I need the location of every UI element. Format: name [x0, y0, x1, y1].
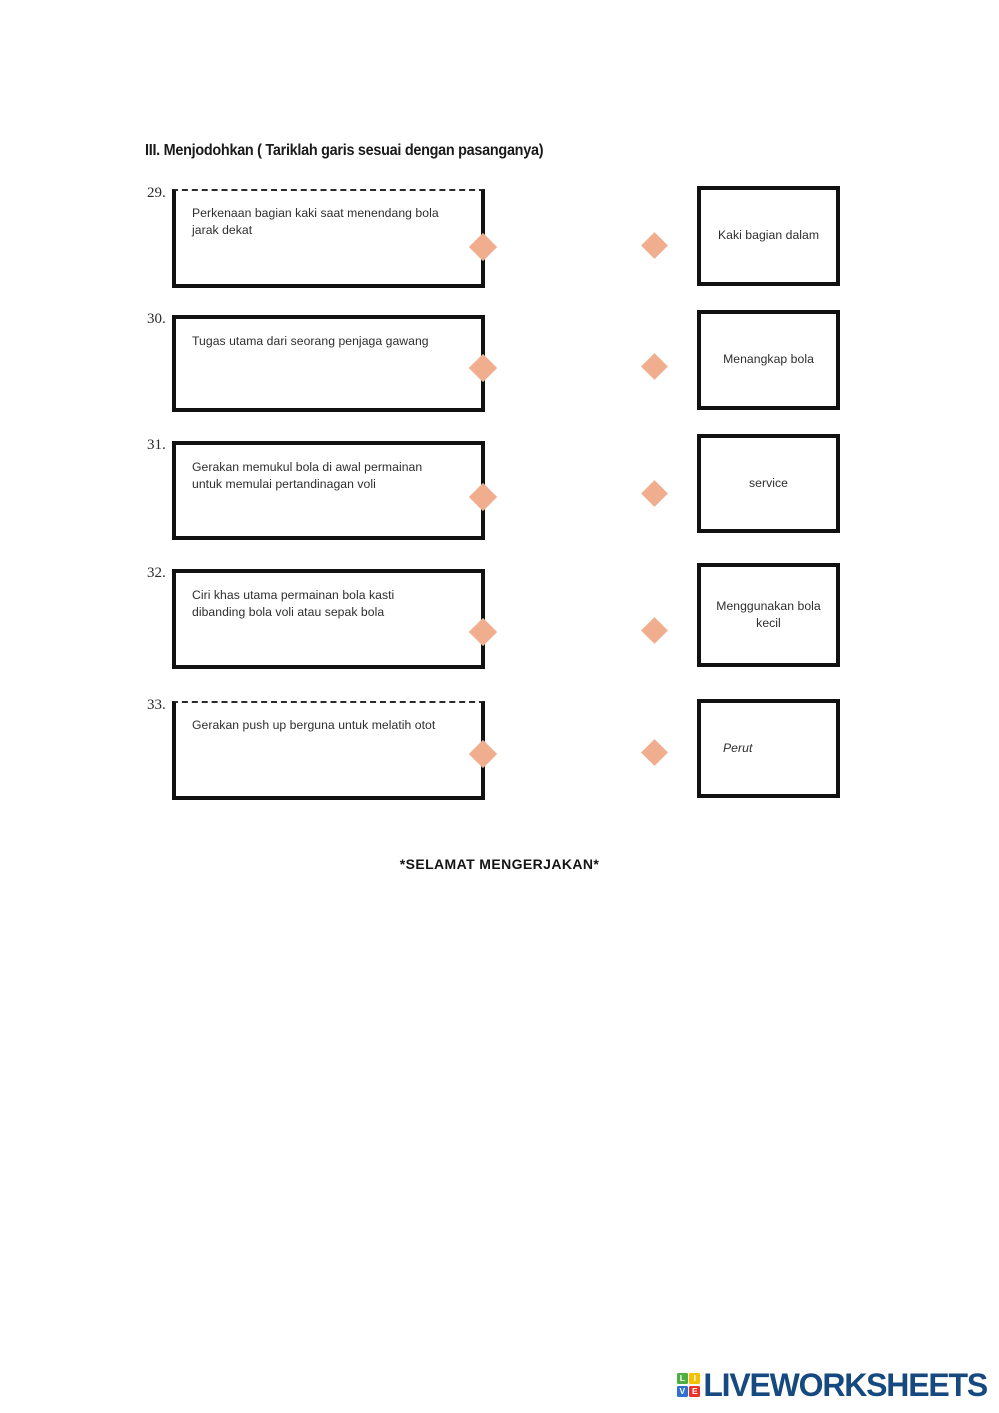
prompt-box[interactable]: Gerakan memukul bola di awal permainan u… — [172, 441, 485, 540]
answer-box[interactable]: Menggunakan bola kecil — [697, 563, 840, 667]
answer-connector-diamond-icon[interactable] — [641, 480, 668, 507]
answer-text: service — [749, 475, 788, 490]
answer-connector-diamond-icon[interactable] — [641, 353, 668, 380]
question-number: 29. — [147, 185, 166, 201]
liveworksheets-logo-mark: L I V E — [676, 1373, 701, 1397]
answer-text: Menangkap bola — [723, 352, 814, 367]
logo-cell-e: E — [689, 1385, 701, 1397]
prompt-text: Gerakan memukul bola di awal permainan u… — [192, 460, 423, 492]
answer-text: Menggunakan bola kecil — [716, 598, 821, 630]
answer-connector-diamond-icon[interactable] — [641, 739, 668, 766]
prompt-box[interactable]: Perkenaan bagian kaki saat menendang bol… — [172, 189, 485, 288]
answer-box[interactable]: Menangkap bola — [697, 310, 840, 410]
logo-cell-v: V — [676, 1385, 688, 1397]
logo-cell-l: L — [676, 1373, 688, 1385]
answer-text: Perut — [723, 740, 753, 755]
answer-box[interactable]: Kaki bagian dalam — [697, 186, 840, 286]
answer-box[interactable]: Perut — [697, 699, 840, 798]
answer-text: Kaki bagian dalam — [717, 228, 820, 243]
closing-message: *SELAMAT MENGERJAKAN* — [399, 856, 600, 872]
prompt-text: Gerakan push up berguna untuk melatih ot… — [192, 718, 436, 732]
answer-box[interactable]: service — [697, 434, 840, 533]
prompt-text: Ciri khas utama permainan bola kasti dib… — [192, 588, 395, 620]
question-number: 30. — [147, 311, 166, 327]
matching-exercise: 29. Perkenaan bagian kaki saat menendang … — [147, 185, 840, 800]
prompt-text: Perkenaan bagian kaki saat menendang bol… — [192, 206, 439, 238]
answer-connector-diamond-icon[interactable] — [641, 617, 668, 644]
answer-connector-diamond-icon[interactable] — [641, 232, 668, 259]
logo-wordmark: LIVEWORKSHEETS — [703, 1366, 988, 1403]
question-number: 31. — [147, 437, 166, 453]
question-number: 32. — [147, 565, 166, 581]
liveworksheets-logo: L I V E LIVEWORKSHEETS — [676, 1365, 988, 1405]
prompt-box[interactable]: Ciri khas utama permainan bola kasti dib… — [172, 569, 485, 669]
logo-cell-i: I — [689, 1373, 701, 1385]
prompt-box[interactable]: Tugas utama dari seorang penjaga gawang — [172, 315, 485, 412]
prompt-box[interactable]: Gerakan push up berguna untuk melatih ot… — [172, 701, 485, 800]
question-number: 33. — [147, 697, 166, 713]
prompt-text: Tugas utama dari seorang penjaga gawang — [192, 334, 429, 348]
section-heading: III. Menjodohkan ( Tariklah garis sesuai… — [145, 142, 544, 159]
